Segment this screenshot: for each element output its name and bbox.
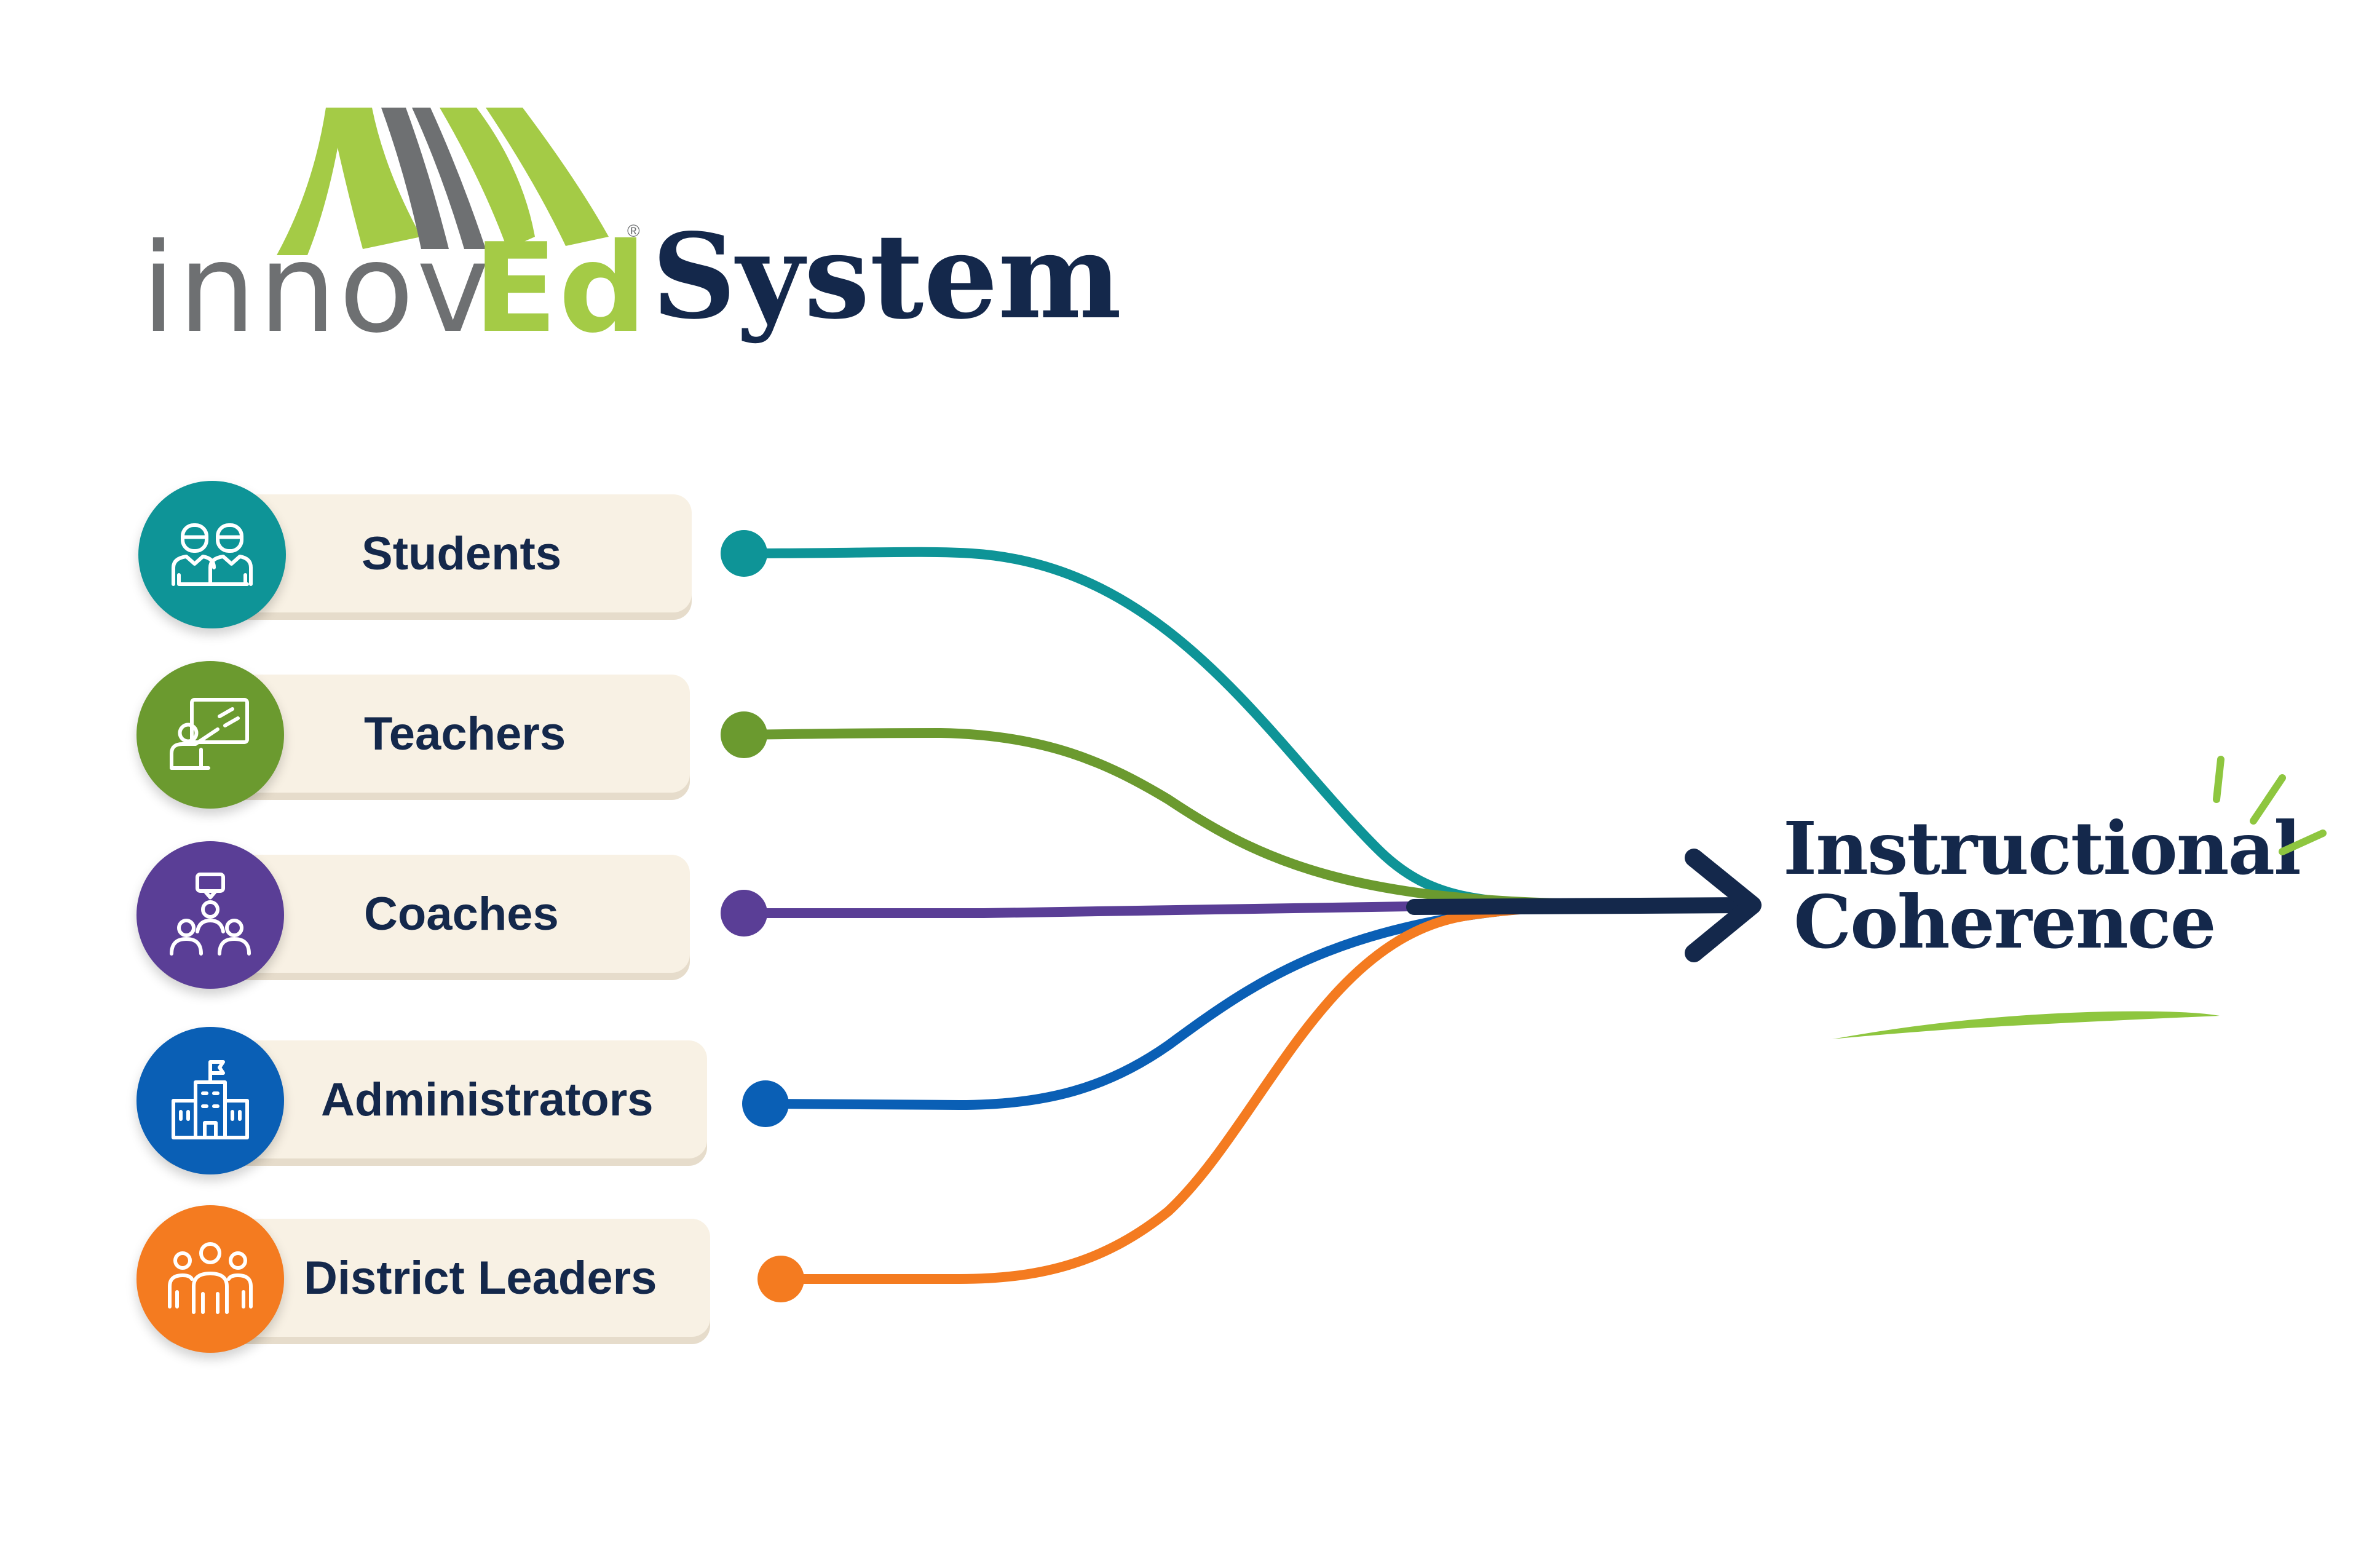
target-instructional-coherence: Instructional Coherence <box>1783 806 2301 965</box>
role-label-teachers: Teachers <box>364 707 566 760</box>
logo-product-name: System <box>652 208 1122 345</box>
role-badge-students <box>138 481 286 628</box>
connector-node-administrators <box>742 1080 789 1127</box>
target-title-line1: Instructional <box>1783 806 2301 891</box>
connector-node-district-leaders <box>757 1256 804 1302</box>
connector-students <box>739 547 1616 909</box>
role-row-teachers: Teachers <box>136 661 690 809</box>
target-title-line2: Coherence <box>1793 879 2216 965</box>
role-label-coaches: Coaches <box>364 887 559 940</box>
teacher-whiteboard-icon <box>170 698 249 770</box>
logo-brand-prefix: innov <box>141 217 492 360</box>
role-badge-teachers <box>136 661 284 809</box>
connector-teachers <box>739 727 1616 909</box>
logo-registered-mark: ® <box>627 221 640 240</box>
role-row-coaches: Coaches <box>136 841 690 989</box>
leaders-group-icon <box>168 1242 253 1314</box>
role-row-administrators: Administrators <box>136 1027 708 1174</box>
road-graphic-icon <box>277 108 609 255</box>
connector-node-coaches <box>721 890 767 936</box>
arrow-shaft <box>1406 897 1754 915</box>
role-row-students: Students <box>138 481 692 628</box>
role-label-district-leaders: District Leaders <box>304 1251 657 1304</box>
role-badge-administrators <box>136 1027 284 1174</box>
connector-district-leaders <box>776 899 1616 1284</box>
role-badge-coaches <box>136 841 284 989</box>
coaching-group-icon <box>170 873 251 956</box>
logo-brand-suffix: Ed <box>473 217 648 360</box>
innoved-logo: innov Ed ® System <box>141 101 1121 360</box>
school-building-icon <box>172 1060 249 1139</box>
role-row-district-leaders: District Leaders <box>136 1205 714 1353</box>
role-label-students: Students <box>362 527 562 580</box>
connector-node-students <box>721 530 767 577</box>
role-label-administrators: Administrators <box>321 1073 654 1126</box>
connector-administrators <box>761 899 1616 1111</box>
students-icon <box>172 523 253 586</box>
arrow-head-icon <box>1685 849 1762 962</box>
connector-node-teachers <box>721 711 767 758</box>
role-badge-district-leaders <box>136 1205 284 1353</box>
